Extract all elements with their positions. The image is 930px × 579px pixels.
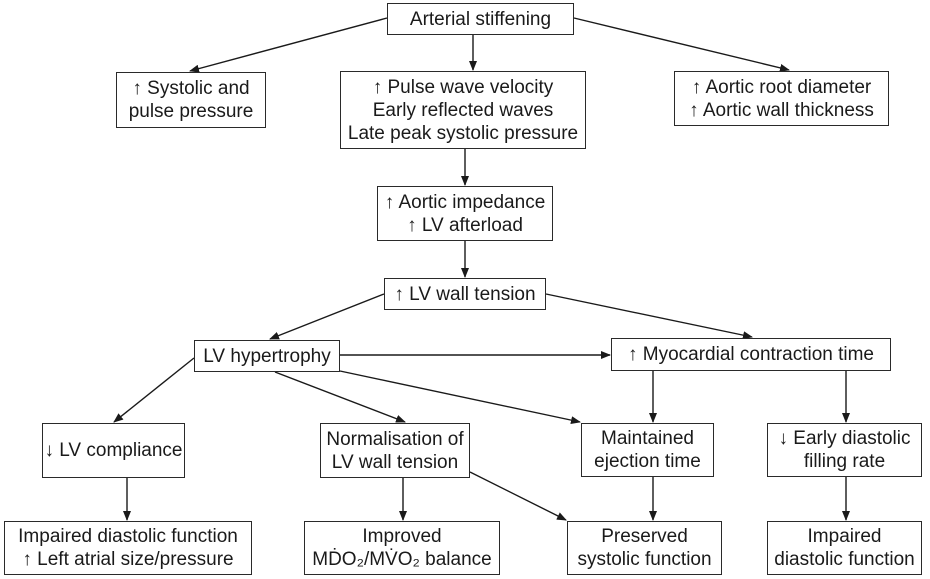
node-myocardial-contraction-time: ↑ Myocardial contraction time: [611, 338, 891, 371]
node-text-line: Preserved: [601, 526, 688, 547]
node-text-line: ↑ LV wall tension: [394, 283, 536, 305]
node-text-line: ↑ LV afterload: [407, 214, 523, 236]
node-text-line: ↑ Aortic root diameter: [691, 76, 872, 98]
node-lv-compliance: ↓ LV compliance: [42, 423, 185, 478]
arrow-lv-wall-tension-to-myocardial-contraction: [545, 293, 753, 340]
node-arterial-stiffening: Arterial stiffening: [387, 3, 574, 35]
node-text-line: Impaired diastolic function: [18, 526, 238, 547]
node-text-line: ↑ Systolic and: [132, 78, 250, 99]
arrow-lv-hypertrophy-to-normalisation: [274, 371, 406, 423]
node-text-line: Early reflected waves: [372, 99, 554, 121]
node-text-line: ejection time: [594, 451, 701, 472]
arrow-lv-wall-tension-to-lv-hypertrophy: [269, 293, 385, 340]
arrow-arterial-stiffening-to-aortic-root: [573, 17, 790, 72]
node-text-line: ↑ Aortic wall thickness: [689, 99, 874, 121]
node-text-line: ↑ Aortic impedance: [384, 191, 546, 213]
node-text-line: ↓ LV compliance: [44, 440, 183, 461]
node-text-line: diastolic function: [774, 549, 915, 570]
node-lv-wall-tension: ↑ LV wall tension: [384, 278, 546, 310]
node-text-line: systolic function: [577, 549, 712, 570]
node-aortic-impedance: ↑ Aortic impedance↑ LV afterload: [377, 186, 553, 241]
node-text-line: ↑ Pulse wave velocity: [372, 76, 554, 98]
node-text-line: ↑ Myocardial contraction time: [627, 344, 875, 365]
node-text-line: MḊO₂/MV̇O₂ balance: [312, 549, 492, 570]
node-text-line: filling rate: [803, 451, 886, 472]
node-text-line: ↑ Left atrial size/pressure: [22, 549, 234, 570]
arrow-normalisation-to-preserved-systolic: [469, 471, 567, 521]
node-text-line: LV wall tension: [331, 451, 459, 473]
node-lv-hypertrophy: LV hypertrophy: [194, 340, 340, 372]
node-text-line: LV hypertrophy: [203, 345, 331, 367]
node-text-line: ↓ Early diastolic: [778, 428, 911, 449]
node-text-line: Maintained: [601, 428, 694, 449]
node-text-line: Improved: [362, 526, 442, 547]
arrow-lv-hypertrophy-to-maintained-ejection: [339, 370, 581, 425]
node-text-line: Impaired: [807, 526, 882, 547]
arrow-lv-hypertrophy-to-lv-compliance: [113, 357, 195, 423]
node-text-line: Late peak systolic pressure: [347, 122, 579, 144]
arrow-arterial-stiffening-to-systolic-pulse: [189, 17, 388, 73]
node-impaired-diastolic-function-left: Impaired diastolic function↑ Left atrial…: [4, 521, 252, 575]
node-text-line: Arterial stiffening: [409, 8, 552, 30]
node-aortic-root: ↑ Aortic root diameter↑ Aortic wall thic…: [674, 71, 889, 126]
node-text-line: Normalisation of: [326, 428, 464, 450]
node-text-line: pulse pressure: [128, 101, 254, 122]
